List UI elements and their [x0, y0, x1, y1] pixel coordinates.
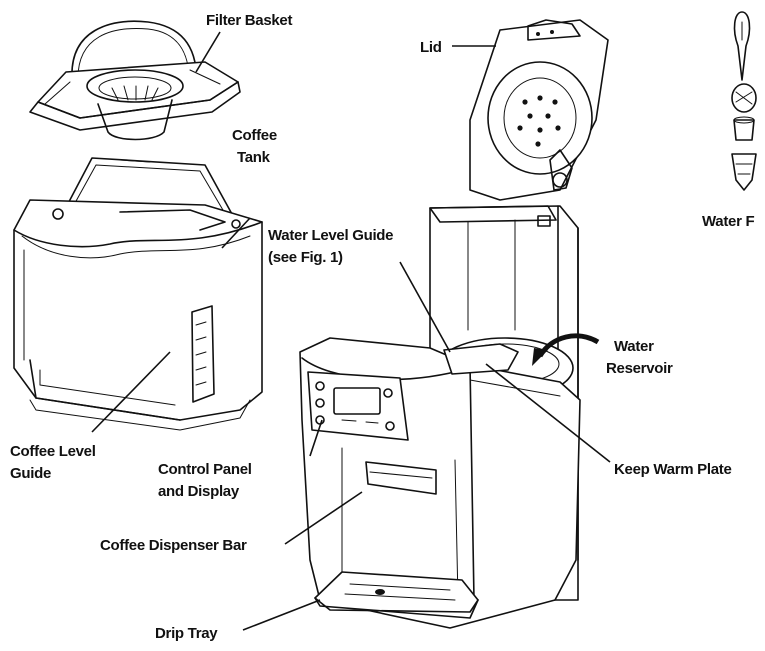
label-lid: Lid	[420, 39, 442, 56]
coffee-tank-illustration	[13, 157, 263, 431]
label-control-panel-line2: and Display	[158, 483, 240, 500]
label-coffee-level-guide-line1: Coffee Level	[10, 443, 96, 460]
filter-basket-illustration	[29, 20, 241, 141]
lid-illustration	[469, 19, 609, 201]
label-water-reservoir-line2: Reservoir	[606, 360, 673, 377]
label-water-level-guide-line2: (see Fig. 1)	[268, 249, 343, 266]
label-water-level-guide-line1: Water Level Guide	[268, 227, 393, 244]
label-filter-basket: Filter Basket	[206, 12, 292, 29]
label-coffee-level-guide-line2: Guide	[10, 465, 51, 482]
leader-lines	[91, 31, 611, 631]
label-drip-tray: Drip Tray	[155, 625, 218, 642]
label-coffee-dispenser-bar: Coffee Dispenser Bar	[100, 537, 247, 554]
label-keep-warm-plate: Keep Warm Plate	[614, 461, 732, 478]
lid-spray-holes	[517, 95, 561, 147]
label-water-filter-partial: Water F	[702, 213, 754, 230]
callout-labels: Filter Basket Lid Coffee Tank Water Leve…	[10, 12, 755, 642]
water-filter-illustration	[731, 11, 757, 191]
coffee-maker-base-illustration	[299, 337, 581, 629]
label-coffee-tank-line2: Tank	[237, 149, 271, 166]
label-water-reservoir-line1: Water	[614, 338, 654, 355]
label-coffee-tank-line1: Coffee	[232, 127, 277, 144]
reservoir-arrow	[532, 333, 600, 366]
label-control-panel-line1: Control Panel	[158, 461, 252, 478]
